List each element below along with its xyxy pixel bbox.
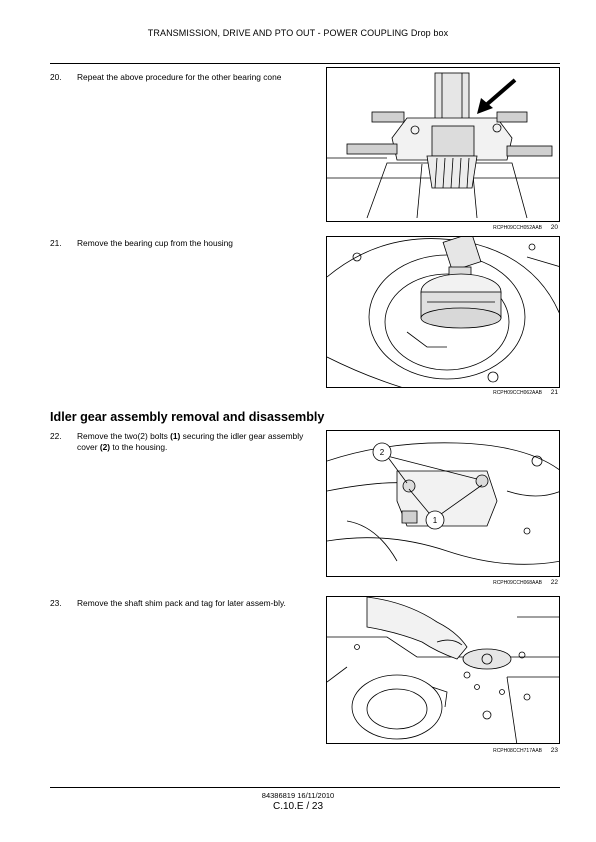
figure-ref: RCPH09CCH062AAB bbox=[493, 390, 542, 396]
figure-21-illustration bbox=[327, 237, 559, 387]
step-number: 20. bbox=[50, 72, 62, 82]
figure-23-illustration bbox=[327, 597, 559, 743]
figure-20-illustration bbox=[327, 72, 559, 219]
step-text: Remove the two(2) bolts (1) securing the… bbox=[77, 431, 304, 452]
footer-rule bbox=[50, 787, 560, 788]
callout-2: 2 bbox=[380, 448, 385, 457]
callout-ref-1: (1) bbox=[170, 431, 181, 441]
figure-22-idler-cover-bolts: 2 1 bbox=[326, 430, 560, 577]
page-header-title: TRANSMISSION, DRIVE AND PTO OUT - POWER … bbox=[147, 28, 449, 38]
footer-page-number: C.10.E / 23 bbox=[272, 801, 324, 812]
figure-20-bearing-puller bbox=[326, 67, 560, 222]
section-title: Idler gear assembly removal and disassem… bbox=[50, 410, 325, 424]
step-text: Repeat the above procedure for the other… bbox=[77, 72, 282, 82]
figure-number: 23 bbox=[550, 747, 558, 754]
step-text: Remove the bearing cup from the housing bbox=[77, 238, 233, 248]
step-number: 21. bbox=[50, 238, 62, 248]
callout-ref-2: (2) bbox=[99, 441, 111, 452]
step-text: Remove the shaft shim pack and tag for l… bbox=[77, 598, 286, 608]
header-rule bbox=[50, 63, 560, 64]
callout-1: 1 bbox=[433, 516, 438, 525]
figure-23-shim-pack-removal bbox=[326, 596, 560, 744]
figure-22-illustration: 2 1 bbox=[327, 442, 559, 565]
step-number: 23. bbox=[50, 598, 62, 608]
figure-number: 22 bbox=[550, 579, 558, 586]
figure-21-bearing-cup-removal bbox=[326, 236, 560, 388]
figure-ref: RCPH08CCH717AAB bbox=[493, 748, 542, 754]
figure-number: 20 bbox=[550, 224, 558, 231]
step-number: 22. bbox=[50, 431, 62, 441]
figure-number: 21 bbox=[550, 389, 558, 396]
figure-ref: RCPH09CCH052AAB bbox=[493, 225, 542, 231]
footer-doc-id: 84386819 16/11/2010 bbox=[261, 791, 335, 800]
figure-ref: RCPH09CCH068AAB bbox=[493, 580, 542, 586]
